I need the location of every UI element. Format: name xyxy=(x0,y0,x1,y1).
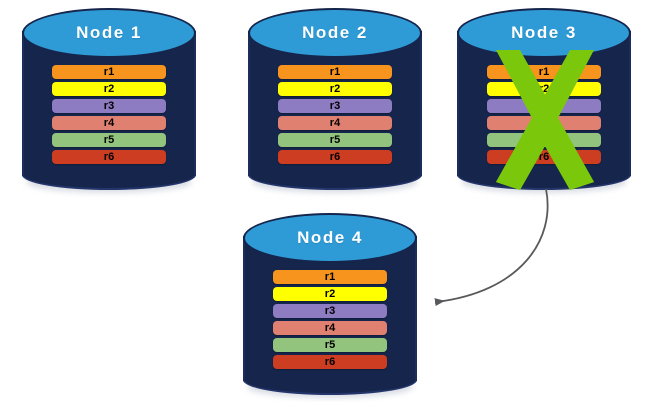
node-4-cylinder-top: Node 4 xyxy=(243,213,417,263)
node-2-cylinder-top: Node 2 xyxy=(248,8,422,58)
node-4-row-r1[interactable]: r1 xyxy=(272,270,388,284)
node-3-row-r1[interactable]: r1 xyxy=(486,65,602,79)
node-3-rows: r1 r2 r3 r4 r5 r6 xyxy=(486,65,602,164)
node-1-row-r4[interactable]: r4 xyxy=(51,116,167,130)
node-1-row-r3[interactable]: r3 xyxy=(51,99,167,113)
node-1[interactable]: Node 1 r1 r2 r3 r4 r5 r6 xyxy=(22,8,196,193)
node-1-title: Node 1 xyxy=(76,23,142,42)
node-3-row-r6[interactable]: r6 xyxy=(486,150,602,164)
node-2-row-r1[interactable]: r1 xyxy=(277,65,393,79)
node-4-rows: r1 r2 r3 r4 r5 r6 xyxy=(272,270,388,369)
node-4-row-r2[interactable]: r2 xyxy=(272,287,388,301)
node-1-row-r2[interactable]: r2 xyxy=(51,82,167,96)
node-3-cylinder-top: Node 3 xyxy=(457,8,631,58)
node-4-row-r4[interactable]: r4 xyxy=(272,321,388,335)
node-3-row-r4[interactable]: r4 xyxy=(486,116,602,130)
node-4-row-r6[interactable]: r6 xyxy=(272,355,388,369)
node-2-row-r6[interactable]: r6 xyxy=(277,150,393,164)
node-2-row-r2[interactable]: r2 xyxy=(277,82,393,96)
node-2[interactable]: Node 2 r1 r2 r3 r4 r5 r6 xyxy=(248,8,422,193)
node-2-row-r4[interactable]: r4 xyxy=(277,116,393,130)
node-2-row-r3[interactable]: r3 xyxy=(277,99,393,113)
node-3-row-r3[interactable]: r3 xyxy=(486,99,602,113)
node-1-rows: r1 r2 r3 r4 r5 r6 xyxy=(51,65,167,164)
node-2-row-r5[interactable]: r5 xyxy=(277,133,393,147)
node-3[interactable]: Node 3 r1 r2 r3 r4 r5 r6 xyxy=(457,8,631,193)
node-1-row-r5[interactable]: r5 xyxy=(51,133,167,147)
node-1-cylinder-top: Node 1 xyxy=(22,8,196,58)
node-4-row-r5[interactable]: r5 xyxy=(272,338,388,352)
node-3-row-r2[interactable]: r2 xyxy=(486,82,602,96)
node-3-row-r5[interactable]: r5 xyxy=(486,133,602,147)
node-4-title: Node 4 xyxy=(297,228,363,247)
node-3-title: Node 3 xyxy=(511,23,577,42)
node-1-row-r1[interactable]: r1 xyxy=(51,65,167,79)
node-4-row-r3[interactable]: r3 xyxy=(272,304,388,318)
node-1-row-r6[interactable]: r6 xyxy=(51,150,167,164)
node-2-rows: r1 r2 r3 r4 r5 r6 xyxy=(277,65,393,164)
node-2-title: Node 2 xyxy=(302,23,368,42)
node-4[interactable]: Node 4 r1 r2 r3 r4 r5 r6 xyxy=(243,213,417,398)
